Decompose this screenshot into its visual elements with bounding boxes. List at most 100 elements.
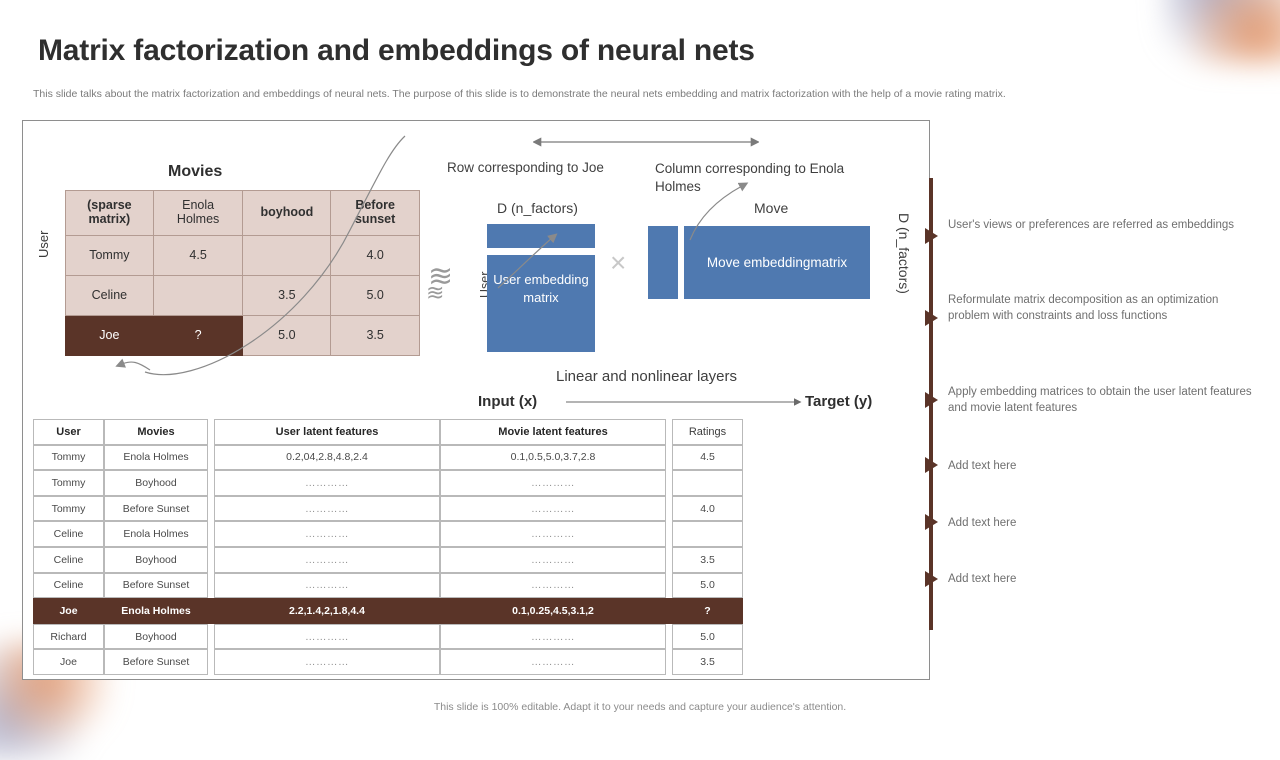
spacer-cell — [666, 623, 672, 650]
rail-marker-icon — [925, 457, 938, 473]
latent-cell: 2.2,1.4,2,1.8,4.4 — [214, 598, 440, 624]
latent-cell: Richard — [33, 623, 104, 650]
rail-marker-icon — [925, 392, 938, 408]
spacer-cell — [666, 495, 672, 522]
latent-cell: 5.0 — [672, 623, 743, 650]
spacer-cell — [666, 444, 672, 471]
footer-note: This slide is 100% editable. Adapt it to… — [433, 701, 847, 713]
latent-header-cell: User latent features — [214, 419, 440, 445]
latent-cell: 3.5 — [672, 649, 743, 675]
latent-cell: Before Sunset — [104, 572, 208, 599]
latent-cell: ………… — [440, 470, 666, 496]
approx-equal-icon-2: ≋ — [426, 280, 445, 305]
latent-cell: 3.5 — [672, 546, 743, 573]
sparse-value-cell: 3.5 — [242, 275, 332, 316]
latent-cell: 0.1,0.5,5.0,3.7,2.8 — [440, 444, 666, 471]
sparse-value-cell — [242, 235, 332, 276]
latent-cell: ………… — [214, 572, 440, 599]
spacer-cell — [666, 649, 672, 675]
sparse-value-cell: 5.0 — [242, 315, 332, 356]
spacer-cell — [208, 546, 214, 573]
latent-cell — [672, 521, 743, 547]
latent-header-cell: User — [33, 419, 104, 445]
flow-arrow-icon — [566, 398, 802, 406]
sparse-value-cell: 4.5 — [152, 235, 244, 276]
sparse-value-cell: 5.0 — [330, 275, 420, 316]
rail-item-text: User's views or preferences are referred… — [948, 219, 1234, 231]
sparse-value-cell: ? — [152, 315, 244, 356]
d-factors-top-label: D (n_factors) — [497, 200, 578, 216]
sparse-matrix-top-axis-label: Movies — [168, 163, 223, 180]
approx-equal-icon: ≋ — [428, 260, 454, 293]
latent-cell: ? — [672, 598, 743, 624]
sparse-matrix-left-axis-label: User — [36, 230, 51, 258]
latent-cell: ………… — [214, 521, 440, 547]
latent-cell: ………… — [440, 495, 666, 522]
input-label: Input (x) — [478, 393, 538, 410]
latent-cell: 0.2,04,2.8,4.8,2.4 — [214, 444, 440, 471]
sparse-value-cell — [152, 275, 244, 316]
sparse-user-cell: Joe — [65, 315, 154, 356]
latent-cell: Tommy — [33, 470, 104, 496]
target-label: Target (y) — [805, 393, 873, 410]
sparse-value-cell: 3.5 — [330, 315, 420, 356]
sparse-user-cell: Celine — [65, 275, 154, 316]
spacer-cell — [208, 649, 214, 675]
rail-marker-icon — [925, 228, 938, 244]
sparse-header-cell: boyhood — [242, 190, 332, 236]
linear-layers-label: Linear and nonlinear layers — [556, 368, 737, 385]
row-corresponding-label: Row corresponding to Joe — [447, 160, 604, 175]
spacer-cell — [666, 419, 672, 445]
page-title: Matrix factorization and embeddings of n… — [38, 34, 755, 67]
latent-cell: ………… — [440, 623, 666, 650]
rail-item-text: Add text here — [948, 517, 1017, 529]
latent-cell: Before Sunset — [104, 649, 208, 675]
latent-cell: 4.0 — [672, 495, 743, 522]
latent-cell: ………… — [440, 649, 666, 675]
latent-cell: Boyhood — [104, 623, 208, 650]
spacer-cell — [666, 572, 672, 599]
latent-cell: ………… — [214, 623, 440, 650]
spacer-cell — [208, 444, 214, 471]
latent-header-cell: Movies — [104, 419, 208, 445]
user-embedding-matrix: User embedding matrix — [487, 255, 595, 352]
latent-cell: 4.5 — [672, 444, 743, 471]
movie-column-strip — [648, 226, 678, 299]
latent-header-cell: Movie latent features — [440, 419, 666, 445]
latent-cell: ………… — [440, 546, 666, 573]
decorative-blur-top-right — [1164, 0, 1280, 64]
latent-cell: ………… — [440, 572, 666, 599]
double-headed-arrow-icon — [533, 137, 759, 147]
rail-marker-icon — [925, 310, 938, 326]
spacer-cell — [208, 521, 214, 547]
rail-marker-icon — [925, 571, 938, 587]
spacer-cell — [666, 598, 672, 624]
rail-item-text: Apply embedding matrices to obtain the u… — [948, 386, 1252, 415]
spacer-cell — [208, 495, 214, 522]
rail-marker-icon — [925, 514, 938, 530]
spacer-cell — [208, 598, 214, 624]
spacer-cell — [208, 419, 214, 445]
latent-cell: Enola Holmes — [104, 444, 208, 471]
latent-cell: Tommy — [33, 444, 104, 471]
latent-cell: Celine — [33, 521, 104, 547]
latent-cell: Joe — [33, 598, 104, 624]
d-factors-side-label: D (n_factors) — [896, 213, 912, 294]
rail-item-text: Add text here — [948, 573, 1017, 585]
latent-cell: Boyhood — [104, 546, 208, 573]
